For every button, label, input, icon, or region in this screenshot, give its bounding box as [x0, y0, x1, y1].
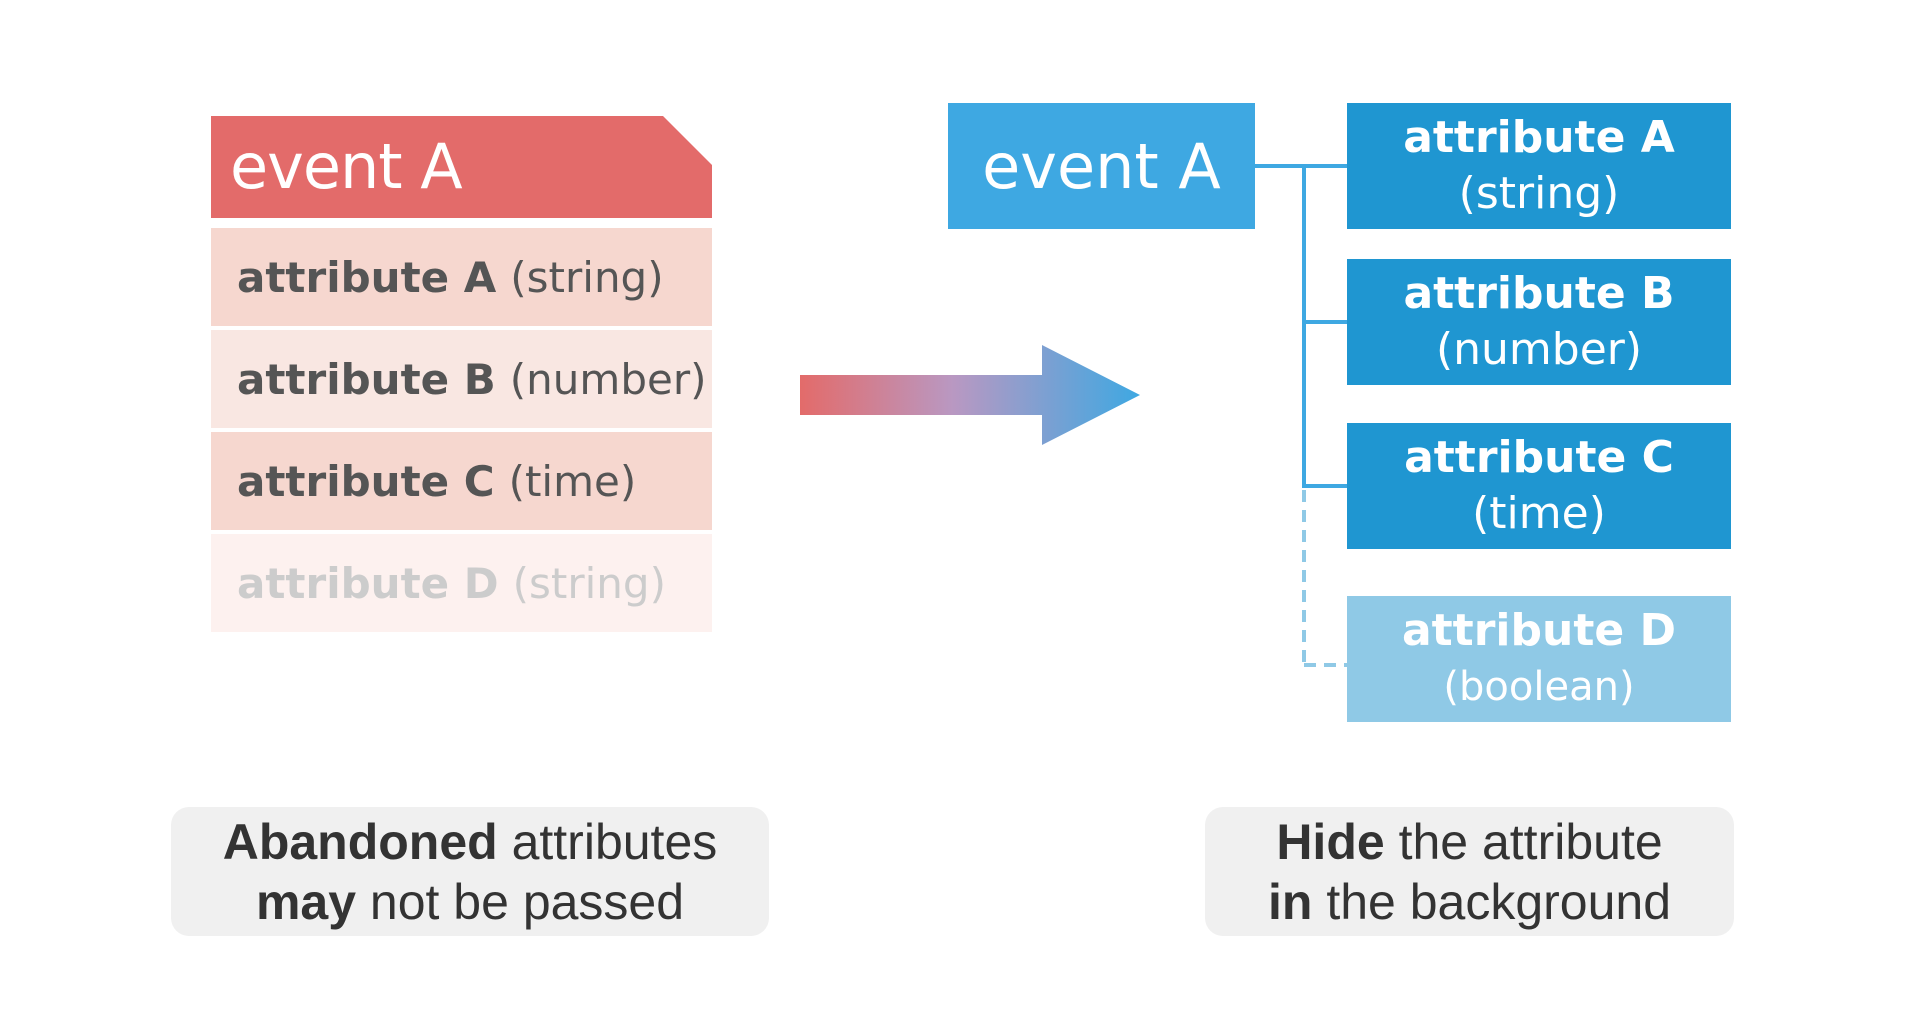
- transform-arrow-icon: [800, 345, 1140, 445]
- left-caption-line-1-bold: Abandoned: [222, 813, 498, 870]
- left-attribute-type: (string): [512, 558, 666, 608]
- left-attribute-row-c: attribute C (time): [211, 432, 712, 530]
- left-attribute-type: (string): [510, 252, 664, 302]
- left-caption: Abandoned attributes may not be passed: [171, 807, 769, 936]
- right-caption-line-1-rest: the attribute: [1384, 813, 1663, 870]
- left-attribute-row-a: attribute A (string): [211, 228, 712, 326]
- right-event-box: event A: [948, 103, 1255, 229]
- right-caption-line-2: in the background: [1268, 872, 1671, 932]
- right-attribute-box-c: attribute C (time): [1347, 423, 1731, 549]
- right-caption-line-2-bold: in: [1267, 873, 1313, 930]
- right-attribute-type: (boolean): [1443, 664, 1635, 710]
- right-attribute-name: attribute D: [1401, 605, 1677, 656]
- left-caption-line-1-rest: attributes: [497, 813, 718, 870]
- left-caption-line-1: Abandoned attributes: [223, 812, 718, 872]
- right-attribute-type: (number): [1435, 324, 1643, 375]
- right-event-label: event A: [982, 129, 1221, 203]
- right-caption: Hide the attribute in the background: [1205, 807, 1734, 936]
- right-caption-line-1-bold: Hide: [1276, 813, 1385, 870]
- left-caption-line-2-rest: not be passed: [356, 873, 685, 930]
- right-attribute-type: (string): [1458, 168, 1620, 219]
- right-attribute-name: attribute A: [1403, 112, 1675, 163]
- right-caption-line-2-rest: the background: [1312, 873, 1672, 930]
- left-attribute-type: (number): [509, 354, 707, 404]
- right-attribute-box-a: attribute A (string): [1347, 103, 1731, 229]
- right-attribute-name: attribute B: [1403, 268, 1675, 319]
- right-caption-line-1: Hide the attribute: [1276, 812, 1662, 872]
- right-attribute-box-d: attribute D (boolean): [1347, 596, 1731, 722]
- right-attribute-type: (time): [1472, 488, 1606, 539]
- left-event-label: event A: [230, 130, 463, 203]
- left-attribute-type: (time): [508, 456, 637, 506]
- left-attribute-name: attribute C: [237, 456, 495, 506]
- left-attribute-row-b: attribute B (number): [211, 330, 712, 428]
- right-attribute-name: attribute C: [1404, 432, 1674, 483]
- right-attribute-box-b: attribute B (number): [1347, 259, 1731, 385]
- left-caption-line-2: may not be passed: [256, 872, 684, 932]
- left-attribute-name: attribute A: [237, 252, 497, 302]
- left-attribute-name: attribute D: [237, 558, 499, 608]
- left-attribute-name: attribute B: [237, 354, 496, 404]
- attribute-tree-connectors: [1255, 164, 1347, 667]
- left-attribute-row-d: attribute D (string): [211, 534, 712, 632]
- left-event-header: event A: [211, 116, 712, 218]
- left-caption-line-2-bold: may: [255, 873, 357, 930]
